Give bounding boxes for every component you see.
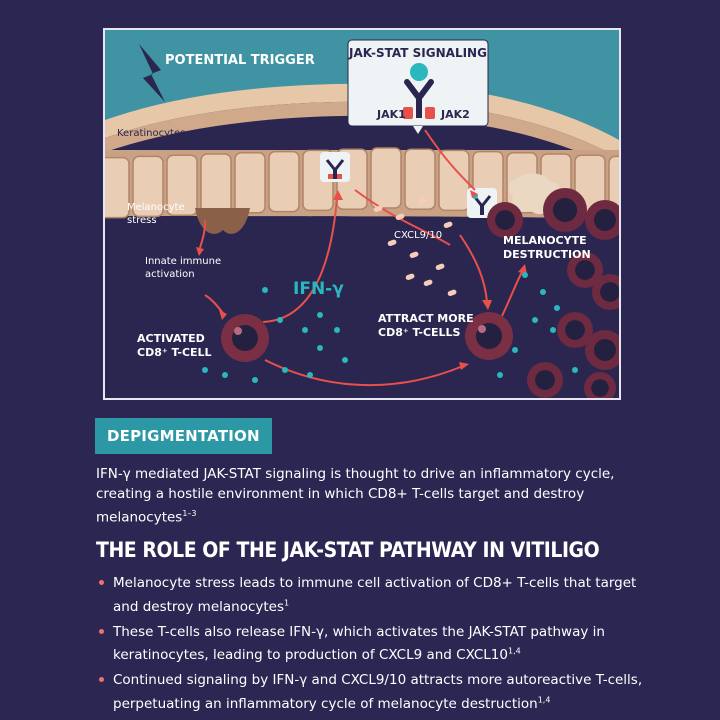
keratinocyte-cell — [105, 156, 130, 219]
list-item: Continued signaling by IFN-γ and CXCL9/1… — [96, 670, 656, 714]
tcell — [592, 274, 619, 310]
ifn-molecule — [497, 372, 503, 378]
ifn-molecule — [522, 272, 528, 278]
ifn-molecule — [277, 317, 283, 323]
activated-tcell-label: ACTIVATED CD8⁺ T-CELL — [137, 332, 212, 359]
keratinocyte-cell — [268, 150, 300, 213]
attract-tcells-label: ATTRACT MORE CD8⁺ T-CELLS — [378, 312, 477, 339]
ifn-molecule — [540, 289, 546, 295]
cxcl-molecule — [443, 221, 453, 228]
tcell — [567, 252, 603, 288]
cxcl-molecule — [417, 197, 427, 204]
cxcl-molecule — [405, 273, 415, 280]
page-heading: THE ROLE OF THE JAK-STAT PATHWAY IN VITI… — [96, 538, 600, 562]
ifn-molecule — [512, 347, 518, 353]
tcell — [527, 362, 563, 398]
tcell — [487, 202, 523, 238]
keratinocyte-cell — [166, 154, 198, 216]
tcell — [585, 200, 619, 240]
ifn-molecule — [252, 377, 258, 383]
keratinocyte-cell — [370, 147, 402, 209]
ifn-molecule — [302, 327, 308, 333]
melanocyte-destruction-label: MELANOCYTE DESTRUCTION — [503, 234, 591, 261]
tcell — [584, 372, 616, 398]
ifn-molecule — [342, 357, 348, 363]
cxcl-molecule — [435, 263, 445, 270]
cxcl-molecule — [395, 213, 405, 220]
ifn-molecule — [317, 312, 323, 318]
keratinocyte-cell — [438, 149, 470, 212]
list-item: These T-cells also release IFN-γ, which … — [96, 622, 656, 666]
jak1-label: JAK1 — [376, 108, 406, 121]
ifn-molecule — [262, 287, 268, 293]
cxcl-label: CXCL9/10 — [394, 230, 442, 241]
ifn-molecule — [317, 345, 323, 351]
cxcl-molecule — [373, 205, 383, 212]
ifn-gamma-label: IFN-γ — [293, 279, 344, 299]
ifn-molecule — [307, 372, 313, 378]
ifn-molecule — [282, 367, 288, 373]
keratinocytes-label: Keratinocytes — [117, 128, 185, 139]
ifn-molecule — [222, 372, 228, 378]
jak-stat-title: JAK-STAT SIGNALING — [348, 46, 487, 60]
receptor-icon — [403, 63, 435, 119]
activated-tcell — [221, 314, 269, 362]
cxcl-molecule — [447, 289, 457, 296]
bullet-dot-icon — [99, 628, 104, 634]
potential-trigger-label: POTENTIAL TRIGGER — [165, 53, 315, 68]
list-item: Melanocyte stress leads to immune cell a… — [96, 573, 656, 617]
jak2-label: JAK2 — [440, 108, 470, 121]
ifn-molecule — [532, 317, 538, 323]
keratinocyte-cell — [132, 155, 164, 218]
cxcl-molecule — [387, 239, 397, 246]
tcell — [585, 330, 619, 370]
tcell — [557, 312, 593, 348]
ifn-molecule — [550, 327, 556, 333]
tcell — [543, 188, 587, 232]
ifn-molecule — [202, 367, 208, 373]
ifn-molecule — [334, 327, 340, 333]
keratinocyte-cell — [404, 148, 436, 210]
attracted-tcell — [465, 312, 513, 360]
keratinocyte-cell — [234, 152, 266, 214]
intro-paragraph: IFN-γ mediated JAK-STAT signaling is tho… — [96, 466, 615, 526]
innate-activation-label: Innate immune activation — [145, 256, 224, 280]
receptor-icon — [320, 152, 350, 182]
cxcl-molecule — [423, 279, 433, 286]
ifn-molecule — [554, 305, 560, 311]
bullet-dot-icon — [99, 580, 104, 585]
keratinocyte-cell — [200, 153, 232, 215]
cxcl-molecule — [409, 251, 419, 258]
bullet-list: Melanocyte stress leads to immune cell a… — [96, 573, 656, 719]
section-label: DEPIGMENTATION — [95, 418, 272, 454]
jak-stat-diagram: POTENTIAL TRIGGER JAK-STAT SIGNALING JAK… — [103, 28, 621, 400]
melanocyte-stress-label: Melanocyte stress — [127, 202, 188, 226]
bullet-dot-icon — [99, 677, 104, 682]
ifn-molecule — [572, 367, 578, 373]
